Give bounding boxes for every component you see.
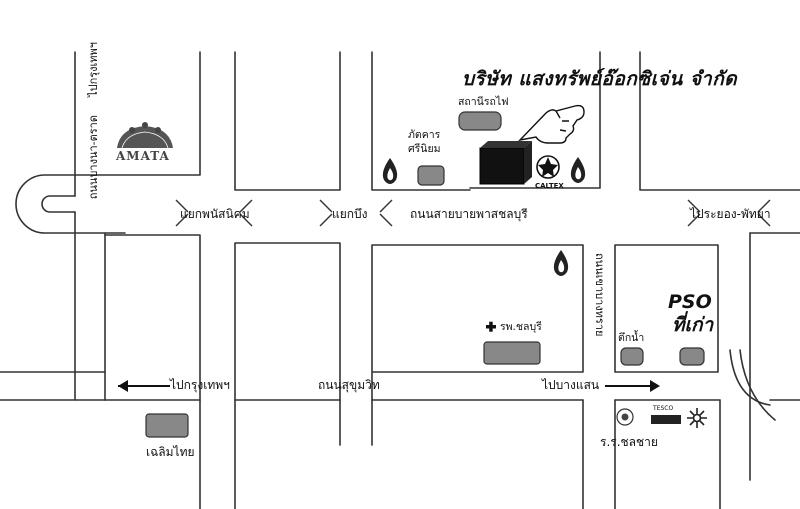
target-company-building	[479, 141, 532, 185]
tuk-nam-building	[620, 347, 644, 366]
amata-label: AMATA	[116, 149, 170, 163]
arrow-left-icon	[118, 380, 170, 392]
hospital-cross-icon	[486, 321, 496, 332]
pointing-hand-icon	[517, 104, 585, 144]
bangna-trat-road-label: ถนนบางนา-ตราด	[87, 115, 100, 200]
pso-old-label: ที่เก่า	[672, 314, 714, 336]
railway-station-label: สถานีรถไฟ	[458, 96, 509, 108]
chalerm-thai-label: เฉลิมไทย	[146, 445, 195, 459]
company-title: บริษัท แสงทรัพย์อ๊อกซิเจ่น จำกัด	[462, 68, 738, 90]
intersection-marker-bueng	[319, 199, 393, 227]
pso-old-building	[679, 347, 705, 366]
caltex-label: CALTEX	[535, 182, 564, 190]
to-bangkok-bottom-label: ไปกรุงเทพฯ	[170, 378, 230, 392]
intersection-phanat-label: แยกพนัสนิคม	[180, 207, 250, 221]
arrow-right-icon	[605, 380, 660, 392]
sukhumvit-road	[0, 371, 800, 509]
tesco-logo	[651, 415, 681, 424]
bypass-road-label: ถนนสายบายพาสชลบุรี	[410, 207, 528, 221]
caltex-star-icon	[536, 155, 560, 179]
amata-logo	[117, 122, 173, 149]
sun-emblem	[687, 408, 707, 428]
hospital-building	[483, 341, 541, 365]
ramp-curves	[729, 349, 776, 421]
intersection-marker-phanat	[175, 199, 253, 227]
gas-station-icon	[553, 250, 569, 276]
school-emblem	[616, 408, 634, 426]
to-bangkok-top-label: ไปกรุงเทพฯ	[87, 42, 100, 97]
sukhumvit-road-label: ถนนสุขุมวิท	[318, 378, 380, 392]
railway-station-building	[458, 111, 502, 131]
chalerm-thai-building	[145, 413, 189, 438]
restaurant-building	[417, 165, 445, 186]
intersection-marker-rayong	[687, 199, 771, 227]
to-rayong-pattaya-label: ไประยอง-พัทยา	[690, 207, 771, 221]
intersection-bueng-label: แยกบึง	[332, 207, 368, 221]
gas-station-icon	[570, 157, 586, 183]
tesco-label: TESCO	[653, 405, 674, 412]
hospital-label: รพ.ชลบุรี	[500, 321, 542, 333]
gas-station-icon	[382, 158, 398, 184]
to-bangsaen-label: ไปบางแสน	[542, 378, 600, 392]
restaurant-label: ภัตคาร ศรีนิยม	[408, 129, 441, 156]
khao-bang-sai-road-label: ถนนเขาบางทราย	[593, 253, 606, 337]
bangna-trat-loop	[15, 51, 76, 401]
tuk-nam-label: ตึกน้ำ	[618, 332, 645, 344]
pso-label: PSO	[668, 291, 712, 313]
school-label: ร.ร.ชลชาย	[600, 435, 658, 449]
bypass-road	[74, 51, 800, 481]
